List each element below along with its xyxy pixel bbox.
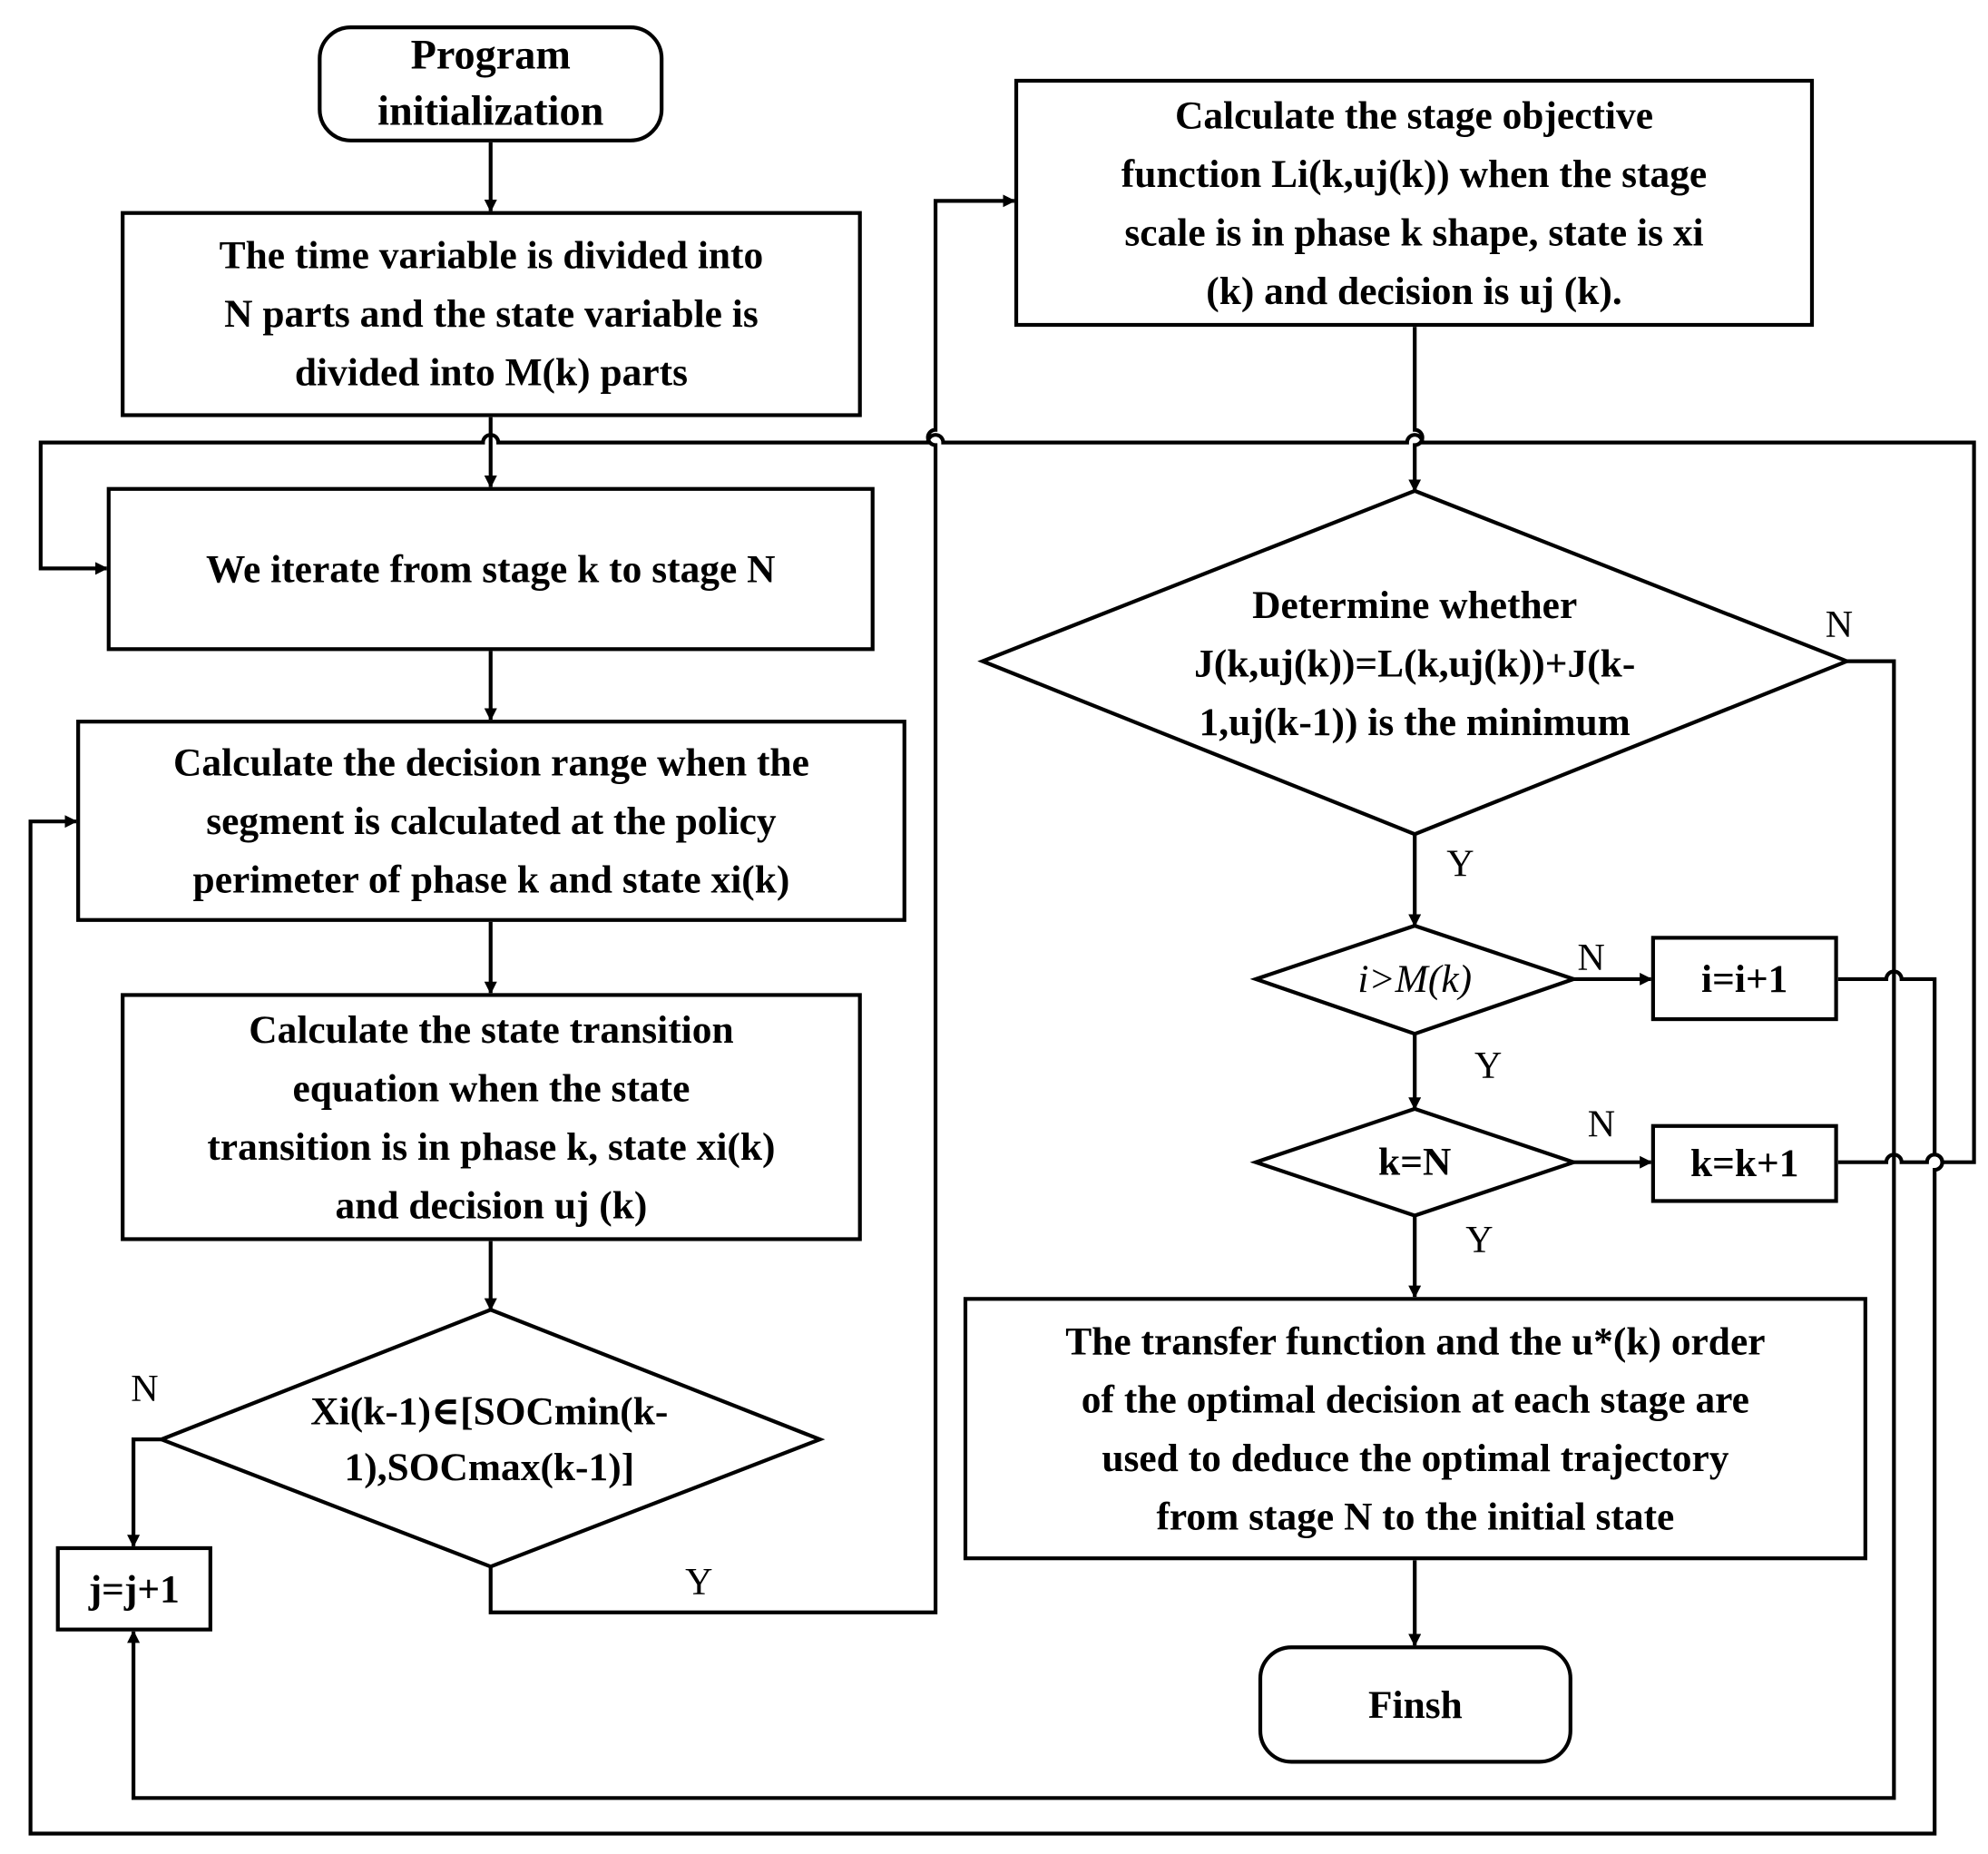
stage-objective-label: Calculate the stage objective function L… bbox=[1121, 92, 1708, 312]
arrow-k-increment-loop bbox=[38, 433, 1976, 1164]
min-check-label: Determine whether J(k,uj(k))=L(k,uj(k))+… bbox=[1194, 582, 1636, 744]
i-no-label: N bbox=[1577, 937, 1605, 979]
k-check-label: k=N bbox=[1378, 1139, 1452, 1184]
start-label: Program initialization bbox=[377, 33, 604, 135]
i-increment-node: i=i+1 bbox=[1650, 936, 1838, 1022]
arrow-soc-no bbox=[127, 1437, 162, 1548]
arrow-objective-to-min bbox=[1408, 327, 1425, 493]
j-increment-node: j=j+1 bbox=[55, 1545, 212, 1632]
min-no-label: N bbox=[1825, 603, 1854, 646]
i-increment-label: i=i+1 bbox=[1701, 956, 1788, 1001]
soc-no-label: N bbox=[131, 1368, 159, 1410]
stage-objective-node: Calculate the stage objective function L… bbox=[1014, 78, 1815, 328]
state-transition-node: Calculate the state transition equation … bbox=[121, 993, 862, 1241]
iterate-node: We iterate from stage k to stage N bbox=[106, 486, 875, 652]
k-yes-label: Y bbox=[1465, 1219, 1493, 1261]
k-increment-node: k=k+1 bbox=[1650, 1123, 1838, 1203]
j-increment-label: j=j+1 bbox=[88, 1565, 180, 1611]
k-increment-label: k=k+1 bbox=[1689, 1140, 1799, 1185]
i-yes-label: Y bbox=[1474, 1045, 1503, 1088]
min-yes-label: Y bbox=[1446, 842, 1474, 886]
soc-yes-label: Y bbox=[685, 1561, 713, 1604]
min-check-node: Determine whether J(k,uj(k))=L(k,uj(k))+… bbox=[1122, 574, 1707, 752]
finish-label: Finsh bbox=[1367, 1682, 1463, 1727]
decision-range-label: Calculate the decision range when the se… bbox=[173, 739, 809, 901]
soc-check-node: Xi(k-1)∈[SOCmin(k- 1),SOCmax(k-1)] bbox=[222, 1373, 756, 1506]
divide-node: The time variable is divided into N part… bbox=[121, 211, 862, 417]
transfer-node: The transfer function and the u*(k) orde… bbox=[963, 1297, 1867, 1561]
i-check-label: i>M(k) bbox=[1357, 956, 1473, 1001]
divide-label: The time variable is divided into N part… bbox=[219, 232, 764, 395]
decision-range-node: Calculate the decision range when the se… bbox=[76, 720, 906, 922]
soc-check-label: Xi(k-1)∈[SOCmin(k- 1),SOCmax(k-1)] bbox=[310, 1388, 669, 1489]
arrow-min-no-loop bbox=[127, 659, 1896, 1800]
k-no-label: N bbox=[1587, 1104, 1616, 1146]
state-transition-label: Calculate the state transition equation … bbox=[207, 1006, 776, 1227]
k-check-node: k=N bbox=[1326, 1137, 1503, 1188]
i-check-node: i>M(k) bbox=[1313, 954, 1516, 1005]
finish-node: Finsh bbox=[1258, 1645, 1572, 1764]
iterate-label: We iterate from stage k to stage N bbox=[205, 545, 776, 591]
transfer-label: The transfer function and the u*(k) orde… bbox=[1065, 1318, 1766, 1538]
start-node: Program initialization bbox=[318, 25, 664, 142]
